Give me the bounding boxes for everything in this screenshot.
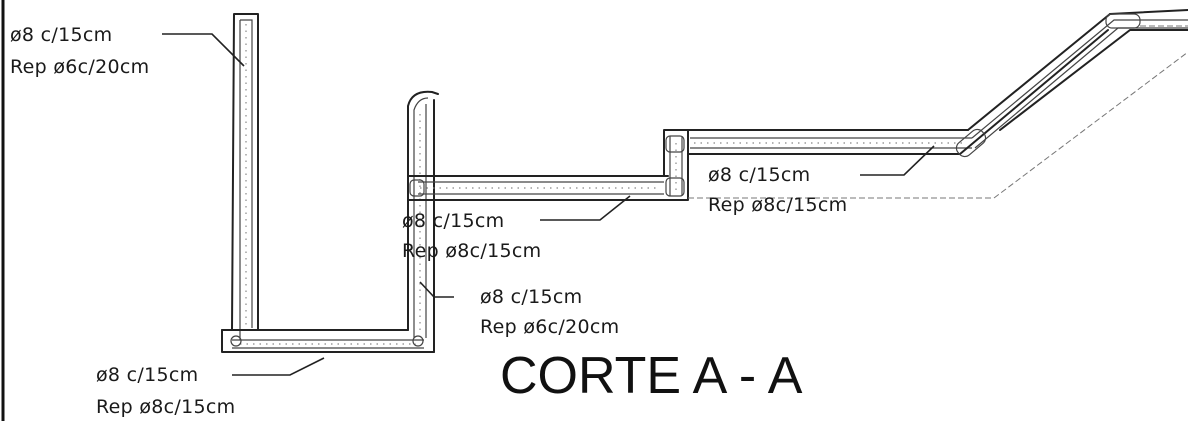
callout-3-rep: Rep ø6c/20cm: [480, 316, 620, 338]
callout-3-bar: ø8 c/15cm: [480, 286, 583, 308]
leader-3: [419, 281, 454, 298]
callout-2-bar: ø8 c/15cm: [96, 364, 199, 386]
upper-slab: [687, 129, 994, 199]
section-title: CORTE A - A: [500, 347, 803, 405]
callout-4-bar: ø8 c/15cm: [402, 210, 505, 232]
callout-1-bar: ø8 c/15cm: [10, 24, 113, 46]
callout-1-rep: Rep ø6c/20cm: [10, 56, 150, 78]
leader-5: [860, 145, 935, 176]
leader-4: [540, 195, 631, 221]
inclined-ramp: [955, 9, 1188, 199]
middle-wall: [407, 90, 439, 353]
leader-lines: [162, 33, 935, 376]
leader-2: [232, 357, 325, 376]
bottom-slab: [221, 329, 435, 353]
left-wall: [231, 13, 259, 340]
step-riser: [663, 129, 689, 201]
callout-4-rep: Rep ø8c/15cm: [402, 240, 542, 262]
callout-2-rep: Rep ø8c/15cm: [96, 396, 236, 418]
callout-5-rep: Rep ø8c/15cm: [708, 194, 848, 216]
middle-slab: [407, 175, 669, 201]
leader-1: [162, 33, 245, 67]
callout-5-bar: ø8 c/15cm: [708, 164, 811, 186]
